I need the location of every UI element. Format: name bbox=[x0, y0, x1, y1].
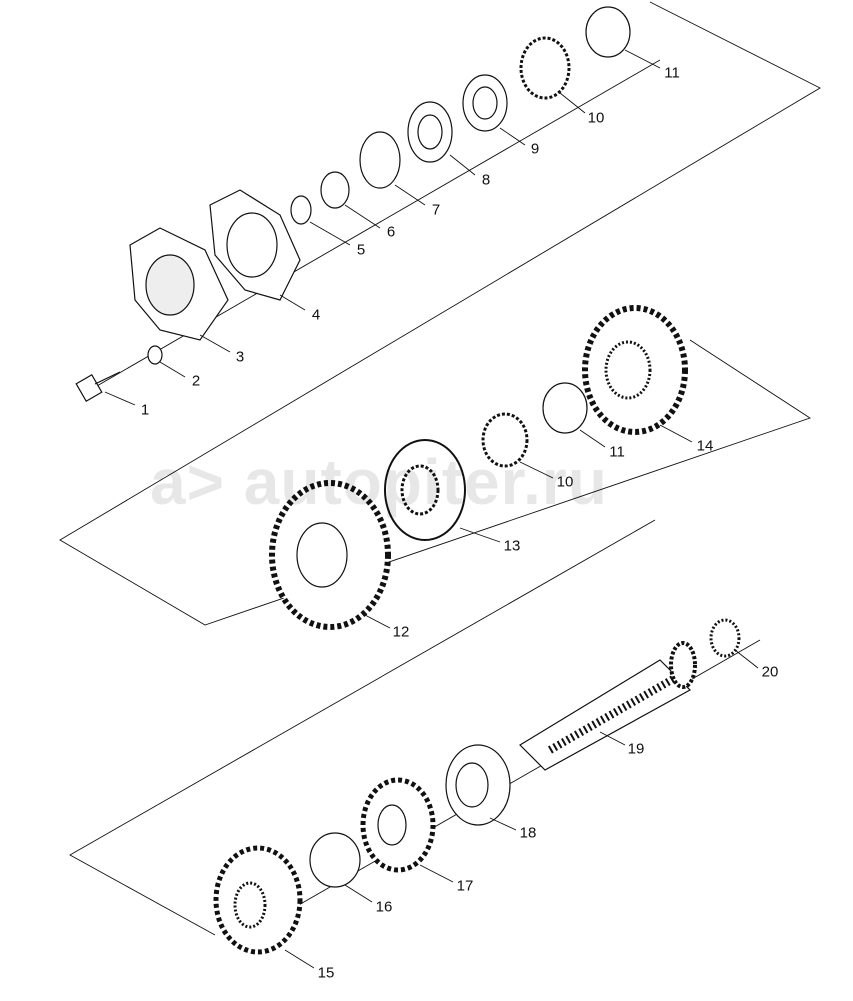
part-gear-17 bbox=[360, 777, 436, 873]
part-bearing-8 bbox=[407, 101, 453, 163]
part-label-7: 7 bbox=[431, 201, 441, 219]
part-label-9: 9 bbox=[530, 140, 540, 158]
part-gear-15 bbox=[213, 845, 303, 955]
part-flange bbox=[129, 227, 229, 341]
part-label-11: 11 bbox=[664, 64, 680, 82]
part-label-12: 12 bbox=[392, 623, 410, 641]
part-label-10: 10 bbox=[587, 109, 605, 127]
part-label-8: 8 bbox=[481, 171, 491, 189]
part-label-14: 14 bbox=[696, 437, 714, 455]
watermark: a> autopiter.ru bbox=[150, 446, 608, 518]
part-bearing-20 bbox=[709, 618, 741, 658]
part-needle-bearing-10a bbox=[519, 36, 571, 100]
part-label-3: 3 bbox=[235, 348, 245, 366]
part-shaft-19 bbox=[519, 641, 697, 771]
part-label-18: 18 bbox=[519, 824, 537, 842]
part-label-1: 1 bbox=[140, 401, 150, 419]
part-synchro-13 bbox=[384, 439, 466, 541]
part-sleeve-16 bbox=[309, 832, 361, 888]
part-label-10: 10 bbox=[556, 473, 574, 491]
part-ring-9 bbox=[462, 74, 508, 132]
part-label-15: 15 bbox=[317, 964, 335, 982]
part-label-13: 13 bbox=[503, 537, 521, 555]
part-label-19: 19 bbox=[627, 740, 645, 758]
part-gear-14 bbox=[582, 305, 688, 435]
part-label-4: 4 bbox=[311, 306, 321, 324]
part-lockwasher bbox=[320, 171, 350, 209]
part-gasket bbox=[209, 189, 301, 301]
part-gear-12 bbox=[269, 480, 391, 630]
part-snap-ring bbox=[359, 131, 401, 189]
part-label-5: 5 bbox=[356, 241, 366, 259]
part-bolt bbox=[75, 371, 121, 402]
part-label-2: 2 bbox=[191, 372, 201, 390]
part-sleeve-11a bbox=[585, 6, 631, 58]
part-washer bbox=[147, 345, 163, 365]
part-label-6: 6 bbox=[386, 223, 396, 241]
part-nut bbox=[290, 195, 312, 225]
part-needle-bearing-10b bbox=[481, 412, 529, 468]
leader-lines bbox=[104, 49, 759, 969]
part-bearing-18 bbox=[445, 744, 511, 826]
part-sleeve-11b bbox=[542, 382, 588, 434]
part-label-16: 16 bbox=[375, 898, 393, 916]
part-label-17: 17 bbox=[456, 877, 474, 895]
part-label-11: 11 bbox=[609, 443, 625, 461]
part-label-20: 20 bbox=[761, 663, 779, 681]
